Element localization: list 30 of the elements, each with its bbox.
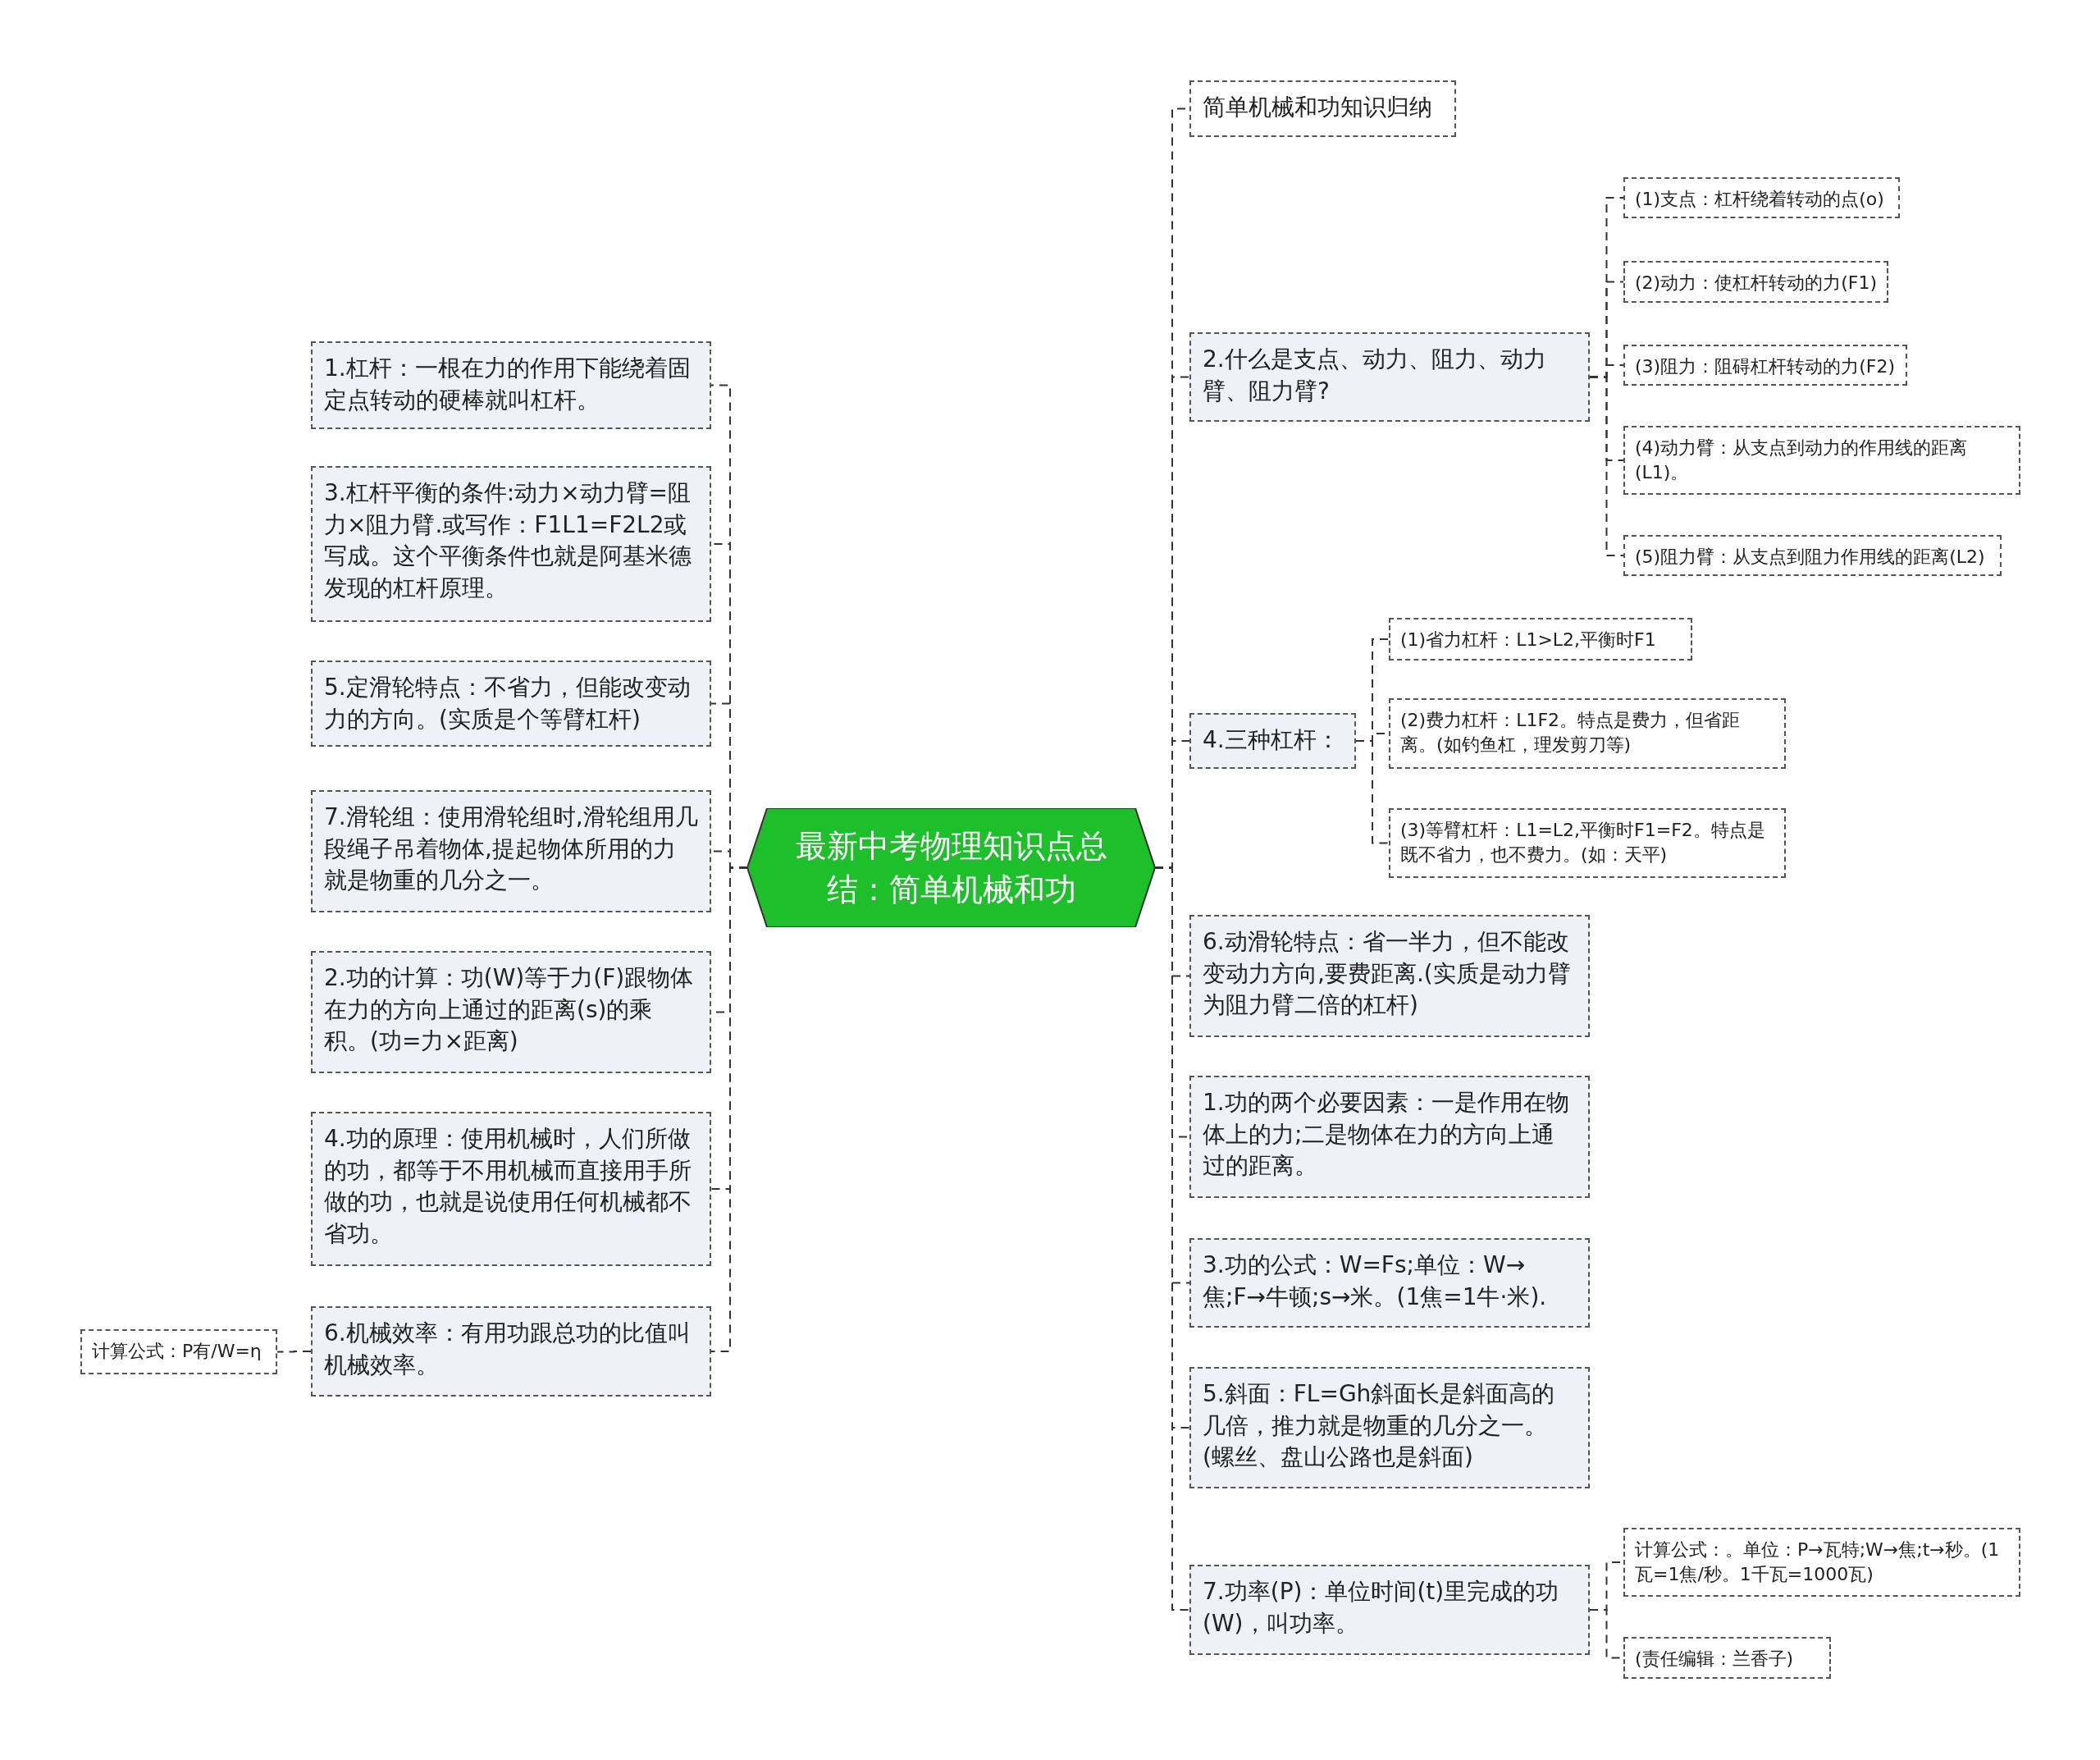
topic-box: 6.机械效率：有用功跟总功的比值叫机械效率。	[311, 1306, 711, 1397]
topic-box: 7.功率(P)：单位时间(t)里完成的功(W)，叫功率。	[1189, 1565, 1590, 1655]
connector	[1355, 740, 1390, 844]
subtopic-box: (1)省力杠杆：L1>L2,平衡时F1	[1389, 618, 1692, 661]
subtopic-box: (责任编辑：兰香子)	[1623, 1637, 1831, 1679]
topic-box: 3.功的公式：W=Fs;单位：W→焦;F→牛顿;s→米。(1焦=1牛·米).	[1189, 1238, 1590, 1328]
topic-box: 7.滑轮组：使用滑轮组时,滑轮组用几段绳子吊着物体,提起物体所用的力就是物重的几分之一。	[311, 790, 711, 912]
topic-box: 2.什么是支点、动力、阻力、动力臂、阻力臂?	[1189, 332, 1590, 422]
subtopic-box: (3)阻力：阻碍杠杆转动的力(F2)	[1623, 345, 1907, 386]
topic-box: 1.杠杆：一根在力的作用下能绕着固定点转动的硬棒就叫杠杆。	[311, 341, 711, 429]
connector	[276, 1351, 312, 1353]
topic-box: 1.功的两个必要因素：一是作用在物体上的力;二是物体在力的方向上通过的距离。	[1189, 1076, 1590, 1198]
topic-box: 4.三种杠杆：	[1189, 713, 1356, 769]
subtopic-box: (2)动力：使杠杆转动的力(F1)	[1623, 261, 1888, 303]
topic-hexagon: 最新中考物理知识点总结：简单机械和功	[747, 808, 1155, 927]
topic-box: 简单机械和功知识归纳	[1189, 80, 1456, 137]
subtopic-box: 计算公式：P有/W=η	[80, 1329, 277, 1374]
topic-box: 5.斜面：FL=Gh斜面长是斜面高的几倍，推力就是物重的几分之一。(螺丝、盘山公路也是斜面)	[1189, 1367, 1590, 1488]
topic-box: 6.动滑轮特点：省一半力，但不能改变动力方向,要费距离.(实质是动力臂为阻力臂二倍的杠杆)	[1189, 915, 1590, 1037]
connector	[1589, 376, 1624, 556]
subtopic-box: (3)等臂杠杆：L1=L2,平衡时F1=F2。特点是既不省力，也不费力。(如：天平)	[1389, 808, 1786, 878]
topic-box: 5.定滑轮特点：不省力，但能改变动力的方向。(实质是个等臂杠杆)	[311, 661, 711, 747]
subtopic-box: 计算公式：。单位：P→瓦特;W→焦;t→秒。(1瓦=1焦/秒。1千瓦=1000瓦)	[1623, 1528, 2020, 1597]
subtopic-box: (2)费力杠杆：L1F2。特点是费力，但省距离。(如钓鱼杠，理发剪刀等)	[1389, 698, 1786, 769]
topic-box: 4.功的原理：使用机械时，人们所做的功，都等于不用机械而直接用手所做的功，也就是说使用任何机械都不省功。	[311, 1112, 711, 1266]
topic-box: 3.杠杆平衡的条件:动力×动力臂=阻力×阻力臂.或写作：F1L1=F2L2或写成。这个平衡条件也就是阿基米德发现的杠杆原理。	[311, 466, 711, 622]
subtopic-box: (4)动力臂：从支点到动力的作用线的距离(L1)。	[1623, 426, 2020, 495]
topic-box: 2.功的计算：功(W)等于力(F)跟物体在力的方向上通过的距离(s)的乘积。(功=力×距离)	[311, 951, 711, 1073]
subtopic-box: (5)阻力臂：从支点到阻力作用线的距离(L2)	[1623, 535, 2002, 576]
subtopic-box: (1)支点：杠杆绕着转动的点(o)	[1623, 177, 1900, 218]
